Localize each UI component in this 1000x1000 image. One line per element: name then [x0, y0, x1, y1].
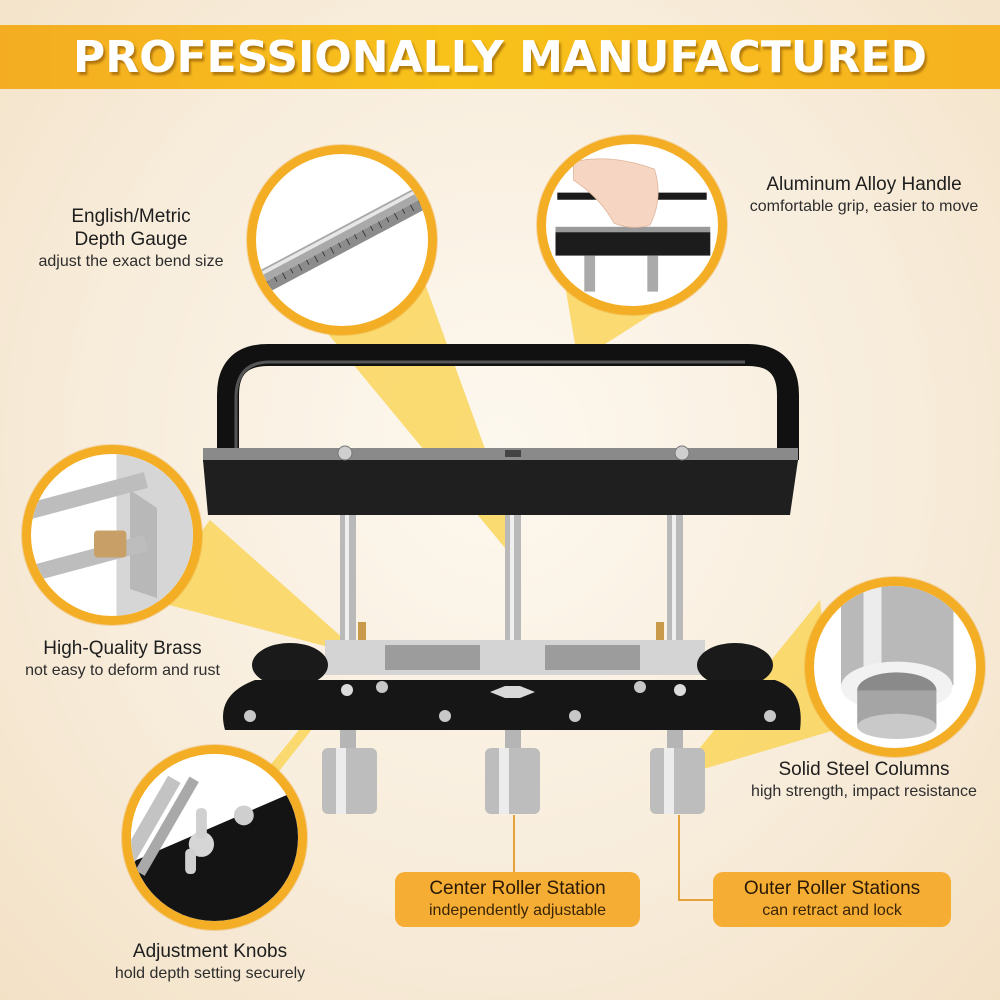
steel-cylinder-icon	[841, 586, 954, 739]
feature-subtitle: not easy to deform and rust	[25, 662, 220, 679]
feature-brass: High-Quality Brass not easy to deform an…	[0, 637, 245, 681]
callout-subtitle: can retract and lock	[762, 902, 902, 919]
callout-outer-rollers: Outer Roller Stations can retract and lo…	[713, 872, 951, 927]
feature-title: High-Quality Brass	[43, 638, 202, 659]
feature-depth-gauge: English/Metric Depth Gauge adjust the ex…	[0, 205, 262, 272]
feature-knobs: Adjustment Knobs hold depth setting secu…	[80, 940, 340, 984]
feature-title: Adjustment Knobs	[132, 941, 288, 962]
leader-line-center	[513, 815, 515, 872]
ruler-gauge-icon	[256, 176, 428, 300]
callout-center-roller: Center Roller Station independently adju…	[395, 872, 640, 927]
feature-title: English/Metric	[71, 206, 191, 227]
feature-columns: Solid Steel Columns high strength, impac…	[728, 758, 1000, 802]
page-title: PROFESSIONALLY MANUFACTURED	[72, 31, 928, 83]
callout-title: Outer Roller Stations	[743, 878, 921, 899]
callout-title: Center Roller Station	[429, 878, 606, 899]
feature-subtitle: comfortable grip, easier to move	[749, 198, 979, 215]
handle-detail-circle	[537, 135, 727, 315]
leader-line-outer-vertical	[678, 815, 680, 900]
callout-subtitle: independently adjustable	[428, 902, 607, 919]
feature-title: Depth Gauge	[74, 229, 188, 250]
wing-nut-icon	[131, 754, 298, 921]
feature-title: Aluminum Alloy Handle	[766, 174, 962, 195]
brass-bushing-icon	[31, 454, 193, 616]
header-banner: PROFESSIONALLY MANUFACTURED	[0, 25, 1000, 89]
leader-line-outer-horizontal	[678, 899, 714, 901]
feature-subtitle: hold depth setting securely	[114, 965, 306, 982]
feature-subtitle: adjust the exact bend size	[38, 253, 224, 270]
brass-detail-circle	[22, 445, 202, 625]
feature-handle: Aluminum Alloy Handle comfortable grip, …	[728, 173, 1000, 217]
feature-subtitle: high strength, impact resistance	[751, 783, 977, 800]
knob-detail-circle	[122, 745, 307, 930]
steel-column-detail-circle	[805, 577, 985, 757]
depth-gauge-detail-circle	[247, 145, 437, 335]
feature-title: Solid Steel Columns	[778, 759, 950, 780]
hand-grip-icon	[555, 158, 711, 292]
